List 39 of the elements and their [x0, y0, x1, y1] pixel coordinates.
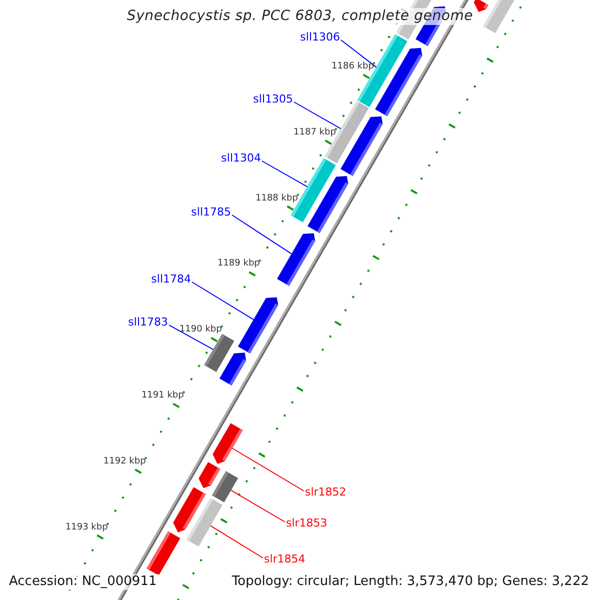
- gene-label: slr1853: [286, 518, 328, 528]
- leader-line: [262, 160, 308, 188]
- gene-bar: [483, 0, 514, 34]
- gene-label: sll1306: [300, 32, 340, 42]
- position-label: 1193 kbp: [65, 523, 108, 532]
- gene-feature: [198, 462, 220, 488]
- gene-feature: [212, 423, 243, 464]
- gene-feature: [238, 297, 278, 354]
- gene-bar: [146, 531, 180, 576]
- gene-label: sll1783: [128, 316, 168, 328]
- gene-bar: [186, 498, 223, 547]
- position-label: 1189 kbp: [217, 260, 260, 269]
- gene-feature: [474, 0, 488, 12]
- gene-bar: [357, 34, 408, 108]
- leader-line: [340, 40, 377, 68]
- position-label: 1190 kbp: [179, 326, 222, 335]
- gene-label: sll1784: [151, 274, 191, 284]
- leader-line: [210, 525, 264, 558]
- gene-label: slr1854: [264, 554, 306, 564]
- position-label: 1186 kbp: [332, 62, 374, 72]
- leader-line: [192, 282, 254, 320]
- genome-summary-text: Topology: circular; Length: 3,573,470 bp; Genes: 3,222: [230, 574, 590, 590]
- gene-label: slr1852: [305, 486, 346, 498]
- leader-line: [232, 448, 304, 492]
- gene-label: sll1785: [191, 206, 231, 218]
- accession-text: Accession: NC_000911: [7, 574, 159, 590]
- leader-line: [232, 214, 292, 254]
- position-label: 1192 kbp: [103, 457, 146, 466]
- gene-feature: [219, 352, 246, 386]
- leader-line: [168, 324, 214, 350]
- leader-line: [294, 102, 342, 130]
- position-label: 1187 kbp: [294, 128, 336, 138]
- gene-feature: [277, 233, 316, 286]
- leader-line: [230, 490, 286, 522]
- gene-bar: [212, 471, 238, 502]
- gene-label: sll1305: [253, 94, 293, 104]
- position-label: 1191 kbp: [141, 391, 184, 400]
- gene-label: sll1304: [221, 152, 261, 164]
- position-label: 1188 kbp: [256, 194, 298, 204]
